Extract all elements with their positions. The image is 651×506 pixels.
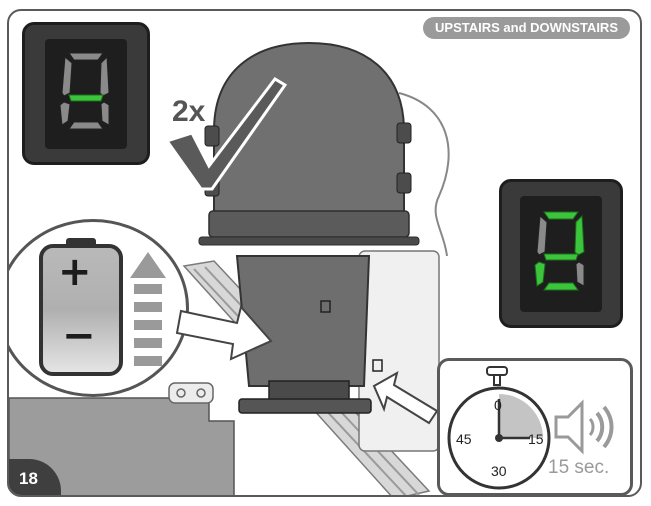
arrow-to-body <box>177 307 271 359</box>
dial-label-45: 45 <box>456 431 472 447</box>
speaker-icon <box>552 397 622 457</box>
timer-duration: 15 sec. <box>548 457 609 479</box>
arrow-to-timer <box>374 373 437 423</box>
illustration-frame: 2x <box>7 9 642 497</box>
section-title: UPSTAIRS and DOWNSTAIRS <box>423 17 630 39</box>
dial-label-15: 15 <box>528 431 544 447</box>
dial-label-0: 0 <box>494 397 502 413</box>
dial-label-30: 30 <box>491 463 507 479</box>
timer-panel: 0 15 30 45 15 sec. <box>437 358 633 496</box>
